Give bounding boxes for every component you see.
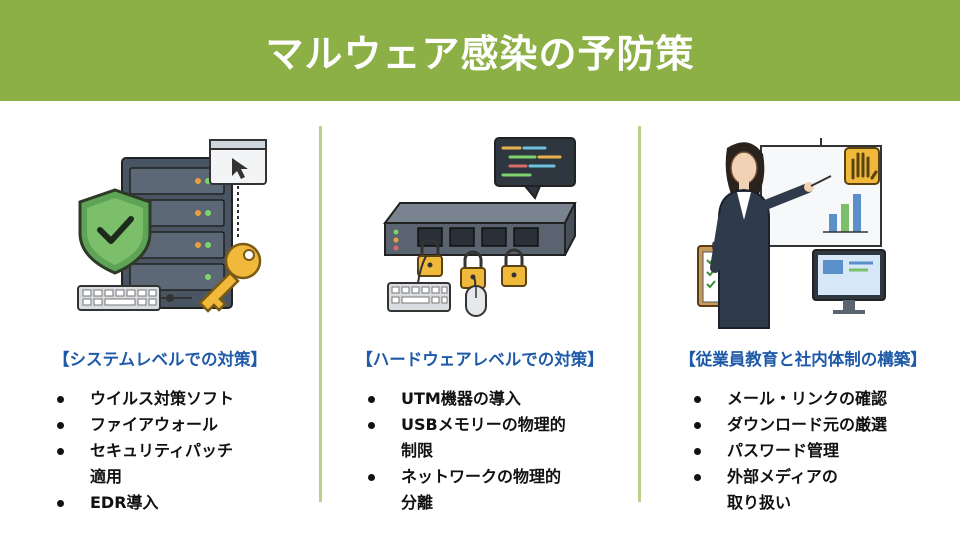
presenter-training-illustration xyxy=(697,138,886,329)
column-heading: 【システムレベルでの対策】 xyxy=(52,350,267,369)
list-item: セキュリティパッチ適用 xyxy=(54,438,234,490)
list-item: ダウンロード元の厳選 xyxy=(691,412,887,438)
list-item: パスワード管理 xyxy=(691,438,887,464)
column-divider xyxy=(319,126,322,502)
item-list: UTM機器の導入 USBメモリーの物理的制限 ネットワークの物理的分離 xyxy=(365,386,566,516)
network-switch-lock-illustration xyxy=(383,137,577,317)
list-item: 外部メディアの取り扱い xyxy=(691,464,887,516)
list-item: EDR導入 xyxy=(54,490,234,516)
column-divider xyxy=(638,126,641,502)
item-list: ウイルス対策ソフト ファイアウォール セキュリティパッチ適用 EDR導入 xyxy=(54,386,234,516)
column-heading: 【従業員教育と社内体制の構築】 xyxy=(679,350,927,369)
list-item: メール・リンクの確認 xyxy=(691,386,887,412)
title-banner: マルウェア感染の予防策 xyxy=(0,0,960,101)
item-list: メール・リンクの確認 ダウンロード元の厳選 パスワード管理 外部メディアの取り扱… xyxy=(691,386,887,516)
list-item: USBメモリーの物理的制限 xyxy=(365,412,566,464)
column-heading: 【ハードウェアレベルでの対策】 xyxy=(356,350,604,369)
list-item: ウイルス対策ソフト xyxy=(54,386,234,412)
page-title: マルウェア感染の予防策 xyxy=(265,32,695,76)
list-item: ファイアウォール xyxy=(54,412,234,438)
list-item: ネットワークの物理的分離 xyxy=(365,464,566,516)
shield-server-key-illustration xyxy=(77,139,267,313)
list-item: UTM機器の導入 xyxy=(365,386,566,412)
